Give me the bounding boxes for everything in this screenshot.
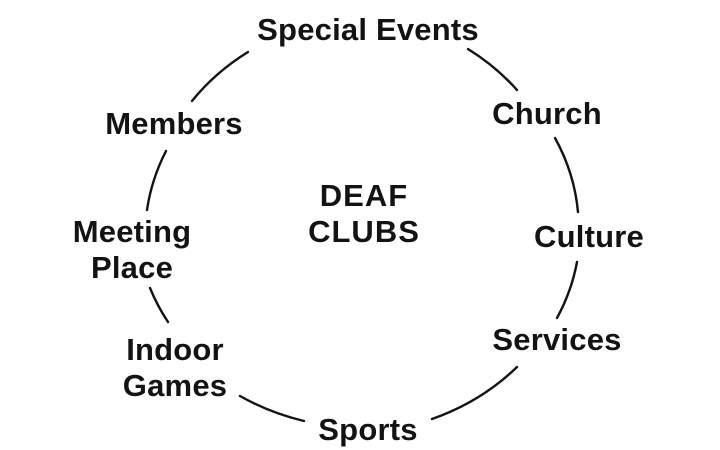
- arc-special-events-to-church: [466, 47, 519, 92]
- node-indoor-games: Indoor Games: [123, 332, 227, 404]
- node-indoor-games-line2: Games: [122, 368, 228, 403]
- node-church-label: Church: [492, 96, 602, 131]
- node-meeting-place: Meeting Place: [73, 214, 192, 286]
- center-title: DEAF CLUBS: [308, 178, 420, 250]
- arc-sports-to-indoor-games: [238, 394, 306, 423]
- node-members: Members: [105, 106, 243, 142]
- node-meeting-place-line1: Meeting: [72, 214, 192, 249]
- node-members-label: Members: [105, 106, 243, 141]
- node-special-events-label: Special Events: [257, 12, 479, 47]
- arc-culture-to-services: [555, 260, 579, 320]
- node-special-events: Special Events: [257, 12, 479, 48]
- node-culture-label: Culture: [534, 219, 644, 254]
- node-services: Services: [492, 322, 621, 358]
- node-services-label: Services: [492, 322, 622, 357]
- arc-meeting-place-to-members: [145, 149, 168, 212]
- node-meeting-place-line2: Place: [90, 250, 174, 285]
- arc-members-to-special-events: [190, 50, 250, 103]
- arc-services-to-sports: [430, 365, 519, 421]
- node-sports: Sports: [318, 412, 417, 448]
- node-sports-label: Sports: [318, 412, 418, 447]
- node-indoor-games-line1: Indoor: [126, 332, 224, 367]
- arc-indoor-games-to-meeting-place: [148, 286, 170, 324]
- arc-church-to-culture: [553, 136, 580, 214]
- node-culture: Culture: [534, 219, 644, 255]
- center-title-line1: DEAF: [319, 178, 409, 213]
- node-church: Church: [492, 96, 602, 132]
- center-title-line2: CLUBS: [308, 214, 420, 249]
